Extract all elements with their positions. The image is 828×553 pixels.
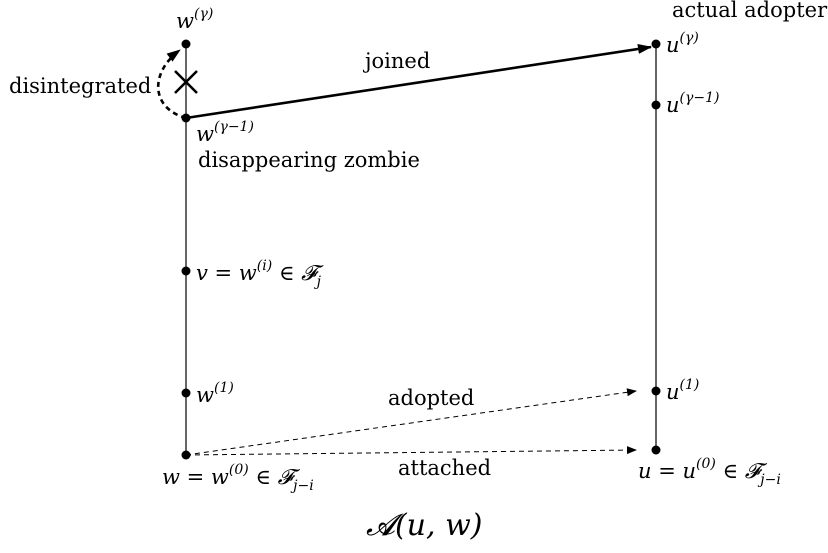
- w-gamma-minus-1-label: w(γ−1): [196, 119, 254, 146]
- node-u-0: [651, 445, 661, 455]
- attached-label: attached: [398, 456, 491, 480]
- node-u-gamma-minus-1: [651, 100, 661, 110]
- u-gamma-label: u(γ): [666, 30, 699, 57]
- attached-arrow: [185, 446, 637, 456]
- w-1-label: w(1): [196, 380, 234, 407]
- node-u-gamma: [651, 39, 661, 49]
- node-w-1: [181, 388, 191, 398]
- w-gamma-label: w(γ): [176, 6, 213, 33]
- v-label: v = w(i) ∈ 𝓕j: [196, 258, 324, 290]
- joined-label: joined: [362, 49, 430, 73]
- u-0-label: u = u(0) ∈ 𝓕j−i: [638, 456, 781, 488]
- cross-icon: [174, 70, 198, 94]
- disappearing-zombie-label: disappearing zombie: [198, 148, 420, 172]
- adopted-label: adopted: [388, 386, 474, 410]
- node-v: [181, 266, 191, 276]
- node-u-1: [651, 386, 661, 396]
- disintegrated-arrow: [156, 48, 187, 120]
- node-w-gamma-minus-1: [181, 113, 191, 123]
- diagram-caption: 𝓐(u, w): [366, 508, 482, 543]
- disintegrated-label: disintegrated: [9, 74, 151, 98]
- u-gamma-minus-1-label: u(γ−1): [666, 90, 719, 117]
- adopted-arrow: [185, 388, 637, 456]
- actual-adopter-label: actual adopter: [672, 0, 828, 22]
- node-w-0: [181, 450, 191, 460]
- joined-arrow: [185, 44, 652, 120]
- w-0-label: w = w(0) ∈ 𝓕j−i: [162, 462, 314, 494]
- node-w-gamma: [181, 39, 191, 49]
- u-1-label: u(1): [666, 377, 699, 404]
